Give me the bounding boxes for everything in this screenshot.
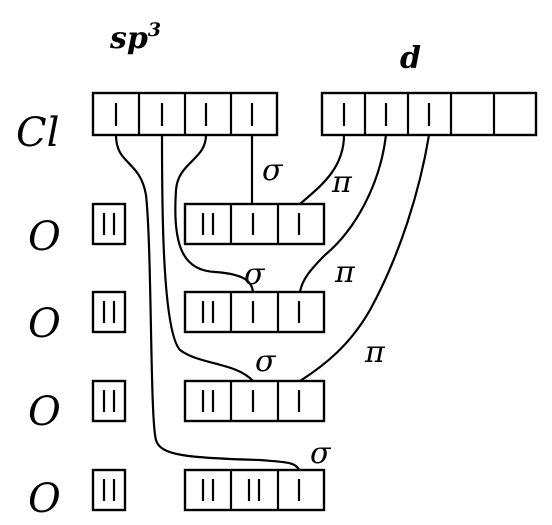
pi-bond-o2 (298, 134, 388, 293)
pi-bond-o3 (299, 134, 431, 382)
sigma-label-3: σ (255, 344, 277, 379)
sigma-bond-o2 (174, 134, 255, 293)
sigma-label-2: σ (244, 257, 266, 292)
cl-sp3-orbitals (91, 91, 279, 137)
o2-orbitals (91, 290, 326, 334)
o4-orbitals (91, 468, 326, 512)
o1-orbitals (91, 202, 326, 246)
sp3-header: sp3 (109, 19, 161, 56)
sigma-label-1: σ (262, 153, 284, 188)
sigma-bond-o3 (160, 134, 254, 382)
bond-connectors (114, 134, 431, 471)
sigma-bond-o4 (114, 134, 301, 471)
sigma-label-4: σ (310, 436, 332, 471)
cl-label: Cl (16, 110, 59, 156)
o3-label: O (28, 389, 61, 435)
pi-label-3: π (364, 335, 386, 370)
o2-label: O (28, 301, 61, 347)
pi-bond-o1 (299, 134, 346, 205)
pi-label-1: π (331, 165, 353, 200)
cl-d-orbitals (320, 91, 538, 137)
o3-orbitals (91, 379, 326, 423)
d-header: d (400, 41, 421, 76)
o1-label: O (28, 214, 61, 260)
o4-label: O (28, 476, 61, 522)
pi-label-2: π (334, 255, 356, 290)
